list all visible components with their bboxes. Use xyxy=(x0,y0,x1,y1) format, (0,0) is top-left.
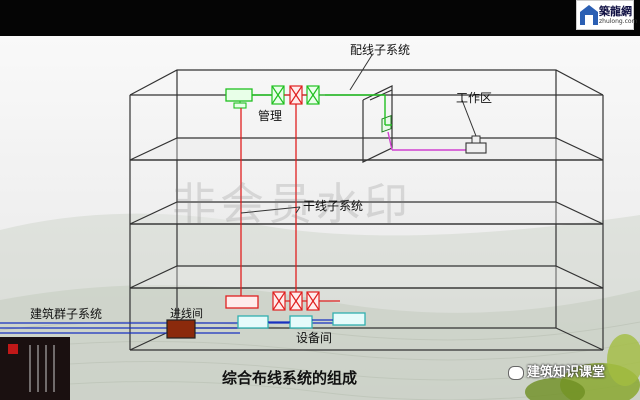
entrance-box xyxy=(166,319,196,339)
logo-name: 築龍網 xyxy=(599,5,632,18)
wechat-badge: 建筑知识课堂 xyxy=(508,361,605,380)
slide-caption: 综合布线系统的组成 xyxy=(222,369,358,387)
logo-url: zhulong.com xyxy=(599,18,638,25)
label-equipment-room: 设备间 xyxy=(296,331,333,345)
equipment-room-gear xyxy=(225,291,340,311)
label-campus-subsystem: 建筑群子系统 xyxy=(30,307,103,321)
label-work-area: 工作区 xyxy=(456,91,493,105)
work-area-cable xyxy=(387,131,470,151)
foliage xyxy=(525,334,640,400)
building-outline xyxy=(129,69,604,351)
zhulong-logo[interactable]: 築龍網 zhulong.com xyxy=(576,0,638,30)
label-entrance-room: 进线间 xyxy=(170,307,203,320)
trunk-cables xyxy=(240,104,297,296)
leader-lines xyxy=(179,54,477,321)
label-trunk-subsystem: 干线子系统 xyxy=(303,199,364,213)
frame-links xyxy=(268,319,333,323)
zhulong-logo-icon xyxy=(580,5,598,25)
thumbnail-marks xyxy=(29,345,55,392)
wechat-badge-label: 建筑知识课堂 xyxy=(527,365,606,380)
watermark: 非会员水印 xyxy=(172,179,412,230)
header-bar xyxy=(0,0,640,36)
label-management: 管理 xyxy=(258,109,283,123)
wall-outlet xyxy=(381,115,392,133)
hill-front xyxy=(0,285,640,400)
label-horizontal-subsystem: 配线子系统 xyxy=(350,43,411,57)
wechat-icon xyxy=(508,365,524,380)
management-panel xyxy=(225,88,253,109)
horizontal-cable xyxy=(250,94,392,126)
distribution-frames xyxy=(237,312,366,329)
thumbnail-seal xyxy=(8,344,18,354)
cross-connect-top-red xyxy=(289,85,303,105)
